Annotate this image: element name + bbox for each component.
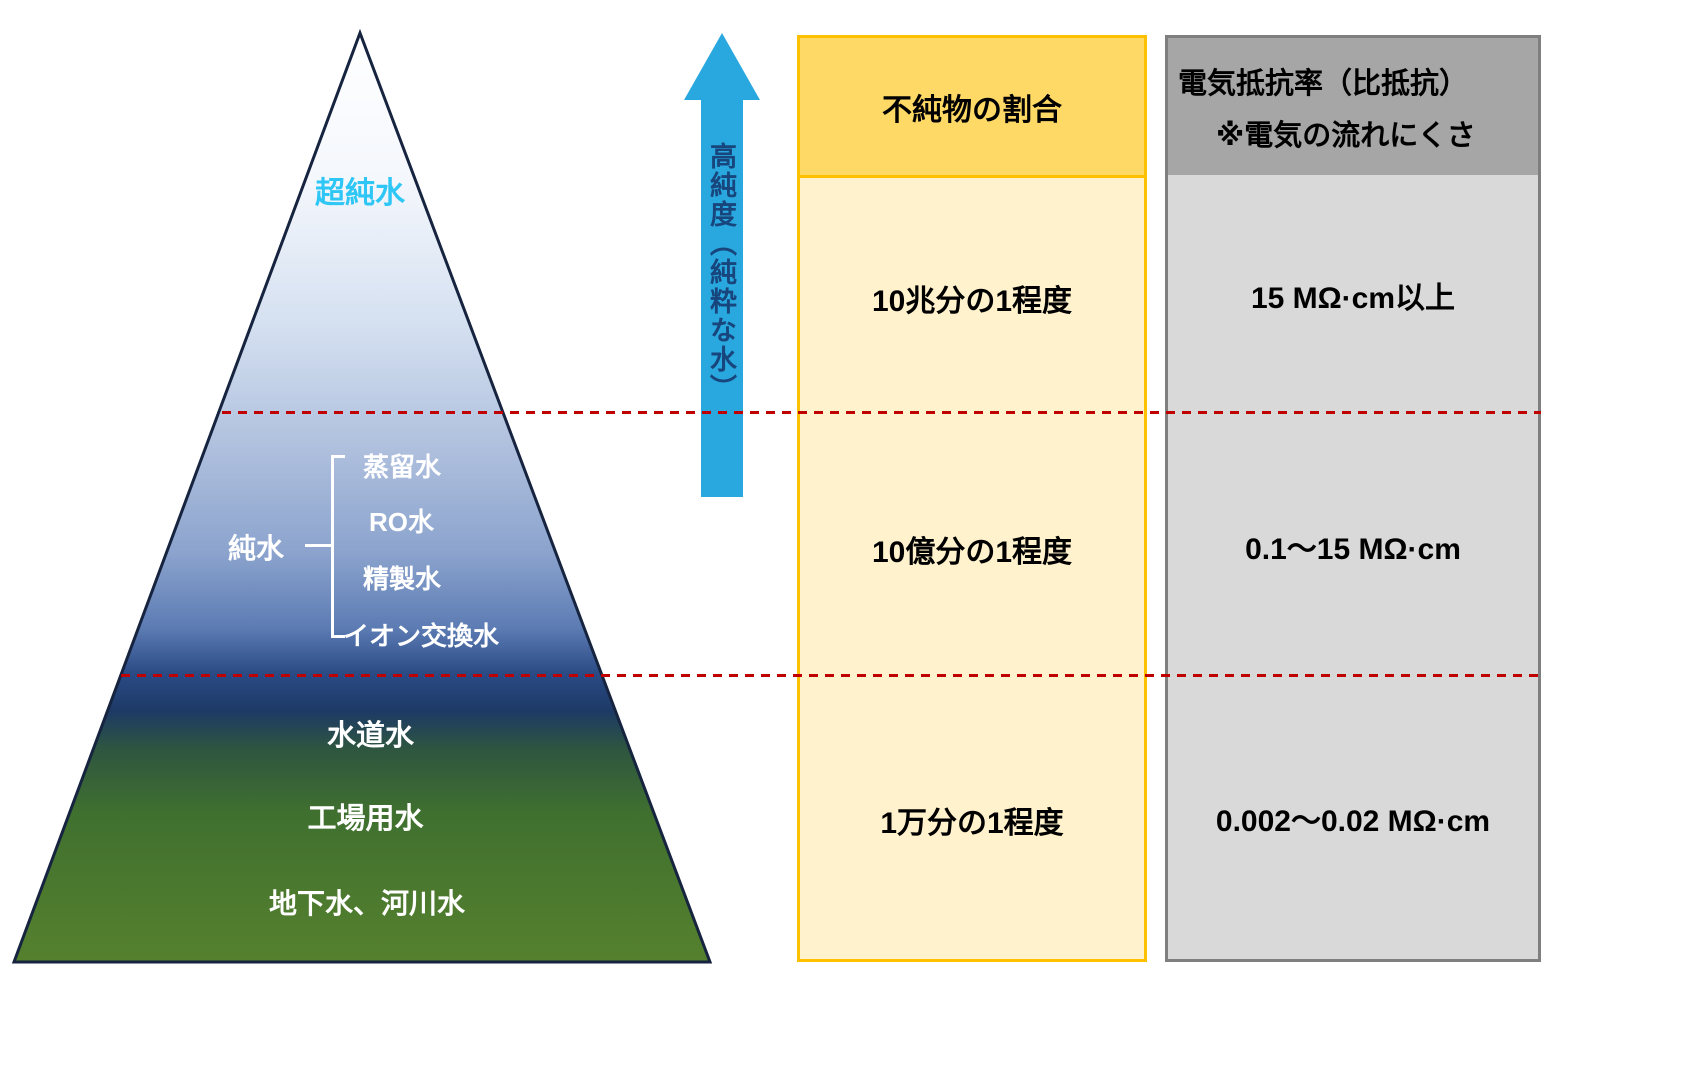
pure-water-bracket-tick-middle <box>305 544 331 547</box>
impurity-value-top: 10兆分の1程度 <box>871 284 1073 318</box>
resistivity-header-title: 電気抵抗率（比抵抗） <box>1178 67 1469 100</box>
resistivity-value-top: 15 MΩ·cm以上 <box>1250 281 1456 315</box>
pure-water-item-refined: 精製水 <box>363 564 442 594</box>
resistivity-header-subtitle: ※電気の流れにくさ <box>1216 119 1476 152</box>
dashed-separator-upper <box>222 411 1541 414</box>
resistivity-column: 電気抵抗率（比抵抗） ※電気の流れにくさ 15 MΩ·cm以上 0.1～15 M… <box>1165 35 1541 962</box>
pure-water-label: 純水 <box>228 533 285 564</box>
impurity-value-bottom: 1万分の1程度 <box>880 806 1064 840</box>
dashed-separator-lower <box>121 674 1541 677</box>
industrial-water-label: 工場用水 <box>307 803 424 835</box>
pure-water-item-ro: RO水 <box>369 507 435 537</box>
ground-river-water-label: 地下水、河川水 <box>268 888 465 919</box>
pure-water-item-distilled: 蒸留水 <box>363 452 442 482</box>
pure-water-bracket-vertical <box>331 455 334 638</box>
resistivity-value-middle: 0.1～15 MΩ·cm <box>1245 532 1461 566</box>
impurity-ratio-column: 不純物の割合 10兆分の1程度 10億分の1程度 1万分の1程度 <box>797 35 1147 962</box>
resistivity-value-bottom: 0.002～0.02 MΩ·cm <box>1215 805 1491 838</box>
tap-water-label: 水道水 <box>326 720 414 752</box>
impurity-value-middle: 10億分の1程度 <box>871 535 1073 569</box>
purity-up-arrow-icon <box>684 33 760 497</box>
pure-water-bracket-tick-top <box>331 455 345 458</box>
pure-water-bracket-tick-bottom <box>331 635 345 638</box>
ultrapure-water-label: 超純水 <box>315 177 405 210</box>
purity-pyramid <box>11 28 760 964</box>
impurity-column-header: 不純物の割合 <box>800 38 1144 178</box>
pyramid-shape <box>11 28 713 964</box>
resistivity-column-header: 電気抵抗率（比抵抗） ※電気の流れにくさ <box>1168 38 1538 175</box>
high-purity-arrow-label: 高純度（純粋な水） <box>706 142 736 403</box>
pure-water-item-ion-exchange: イオン交換水 <box>343 621 500 651</box>
